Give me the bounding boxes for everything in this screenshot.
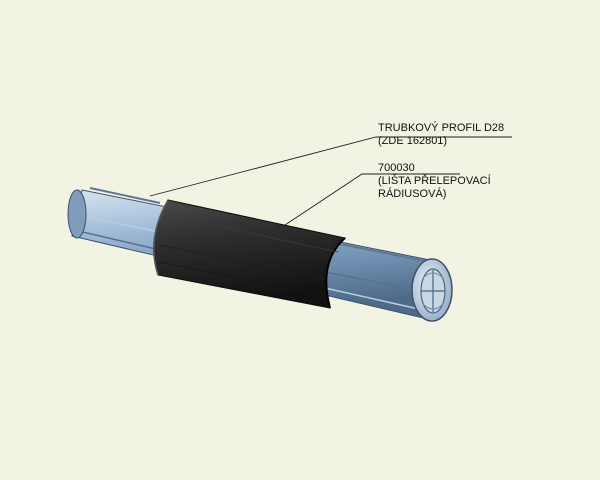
callout-strip-name: (LIŠTA PŘELEPOVACÍ	[378, 175, 491, 187]
callout-strip: 700030 (LIŠTA PŘELEPOVACÍ RÁDIUSOVÁ)	[378, 162, 491, 201]
callout-tube-note: (ZDE 162801)	[378, 135, 448, 147]
callout-strip-name-cont: RÁDIUSOVÁ)	[378, 188, 447, 200]
callout-strip-code: 700030	[378, 162, 415, 174]
sleeve-strip	[153, 199, 347, 309]
callout-tube-profile: TRUBKOVÝ PROFIL D28 (ZDE 162801)	[378, 122, 504, 148]
tube-left-end	[67, 189, 87, 239]
callout-tube-name: TRUBKOVÝ PROFIL D28	[378, 122, 505, 134]
tube-end-face	[411, 258, 453, 322]
leader-line-tube	[149, 136, 512, 197]
leader-line-strip	[284, 173, 460, 226]
leader-lines	[149, 136, 512, 226]
